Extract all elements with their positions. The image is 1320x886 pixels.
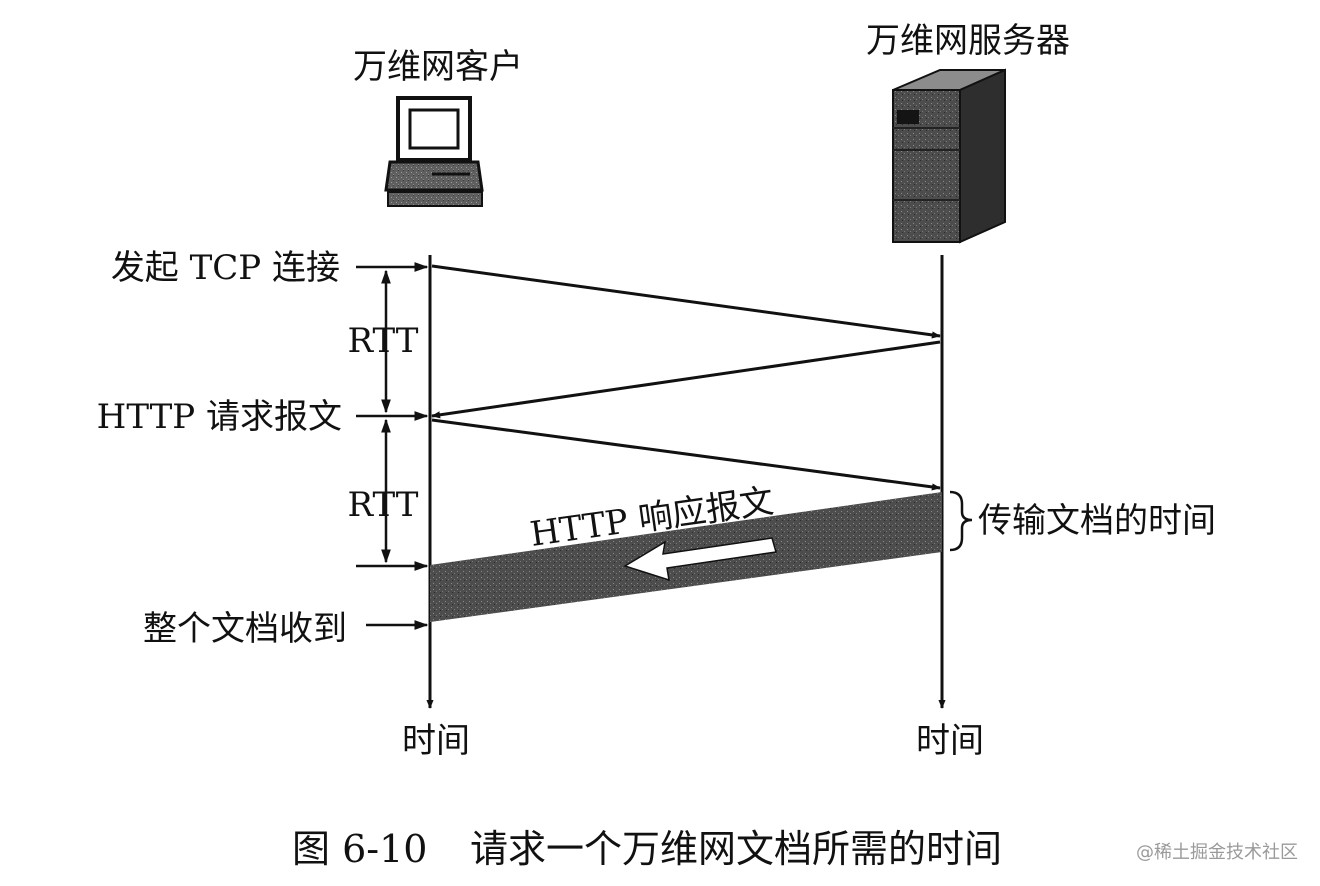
transfer-time-label: 传输文档的时间	[978, 501, 1216, 541]
figure-caption: 请求一个万维网文档所需的时间	[470, 827, 1002, 871]
tcp-syn-arrow	[431, 264, 941, 339]
tcp-synack-arrow	[431, 340, 941, 419]
response-direction-arrow	[623, 537, 777, 582]
client-time-label: 时间	[402, 721, 470, 761]
document-received-label: 整个文档收到	[143, 609, 347, 649]
transfer-time-brace	[949, 490, 973, 552]
rtt-2-label: RTT	[348, 485, 419, 525]
server-title: 万维网服务器	[866, 21, 1070, 61]
desktop-computer-icon	[384, 96, 484, 207]
http-request-arrow	[431, 418, 941, 491]
tower-server-icon	[892, 68, 1006, 244]
http-request-label: HTTP 请求报文	[97, 397, 342, 437]
rtt-1-label: RTT	[348, 321, 419, 361]
figure-number: 图 6-10	[292, 827, 427, 871]
tcp-connect-label: 发起 TCP 连接	[111, 248, 340, 288]
server-time-label: 时间	[916, 721, 984, 761]
watermark: @稀土掘金技术社区	[1136, 842, 1298, 863]
client-title: 万维网客户	[353, 47, 523, 87]
